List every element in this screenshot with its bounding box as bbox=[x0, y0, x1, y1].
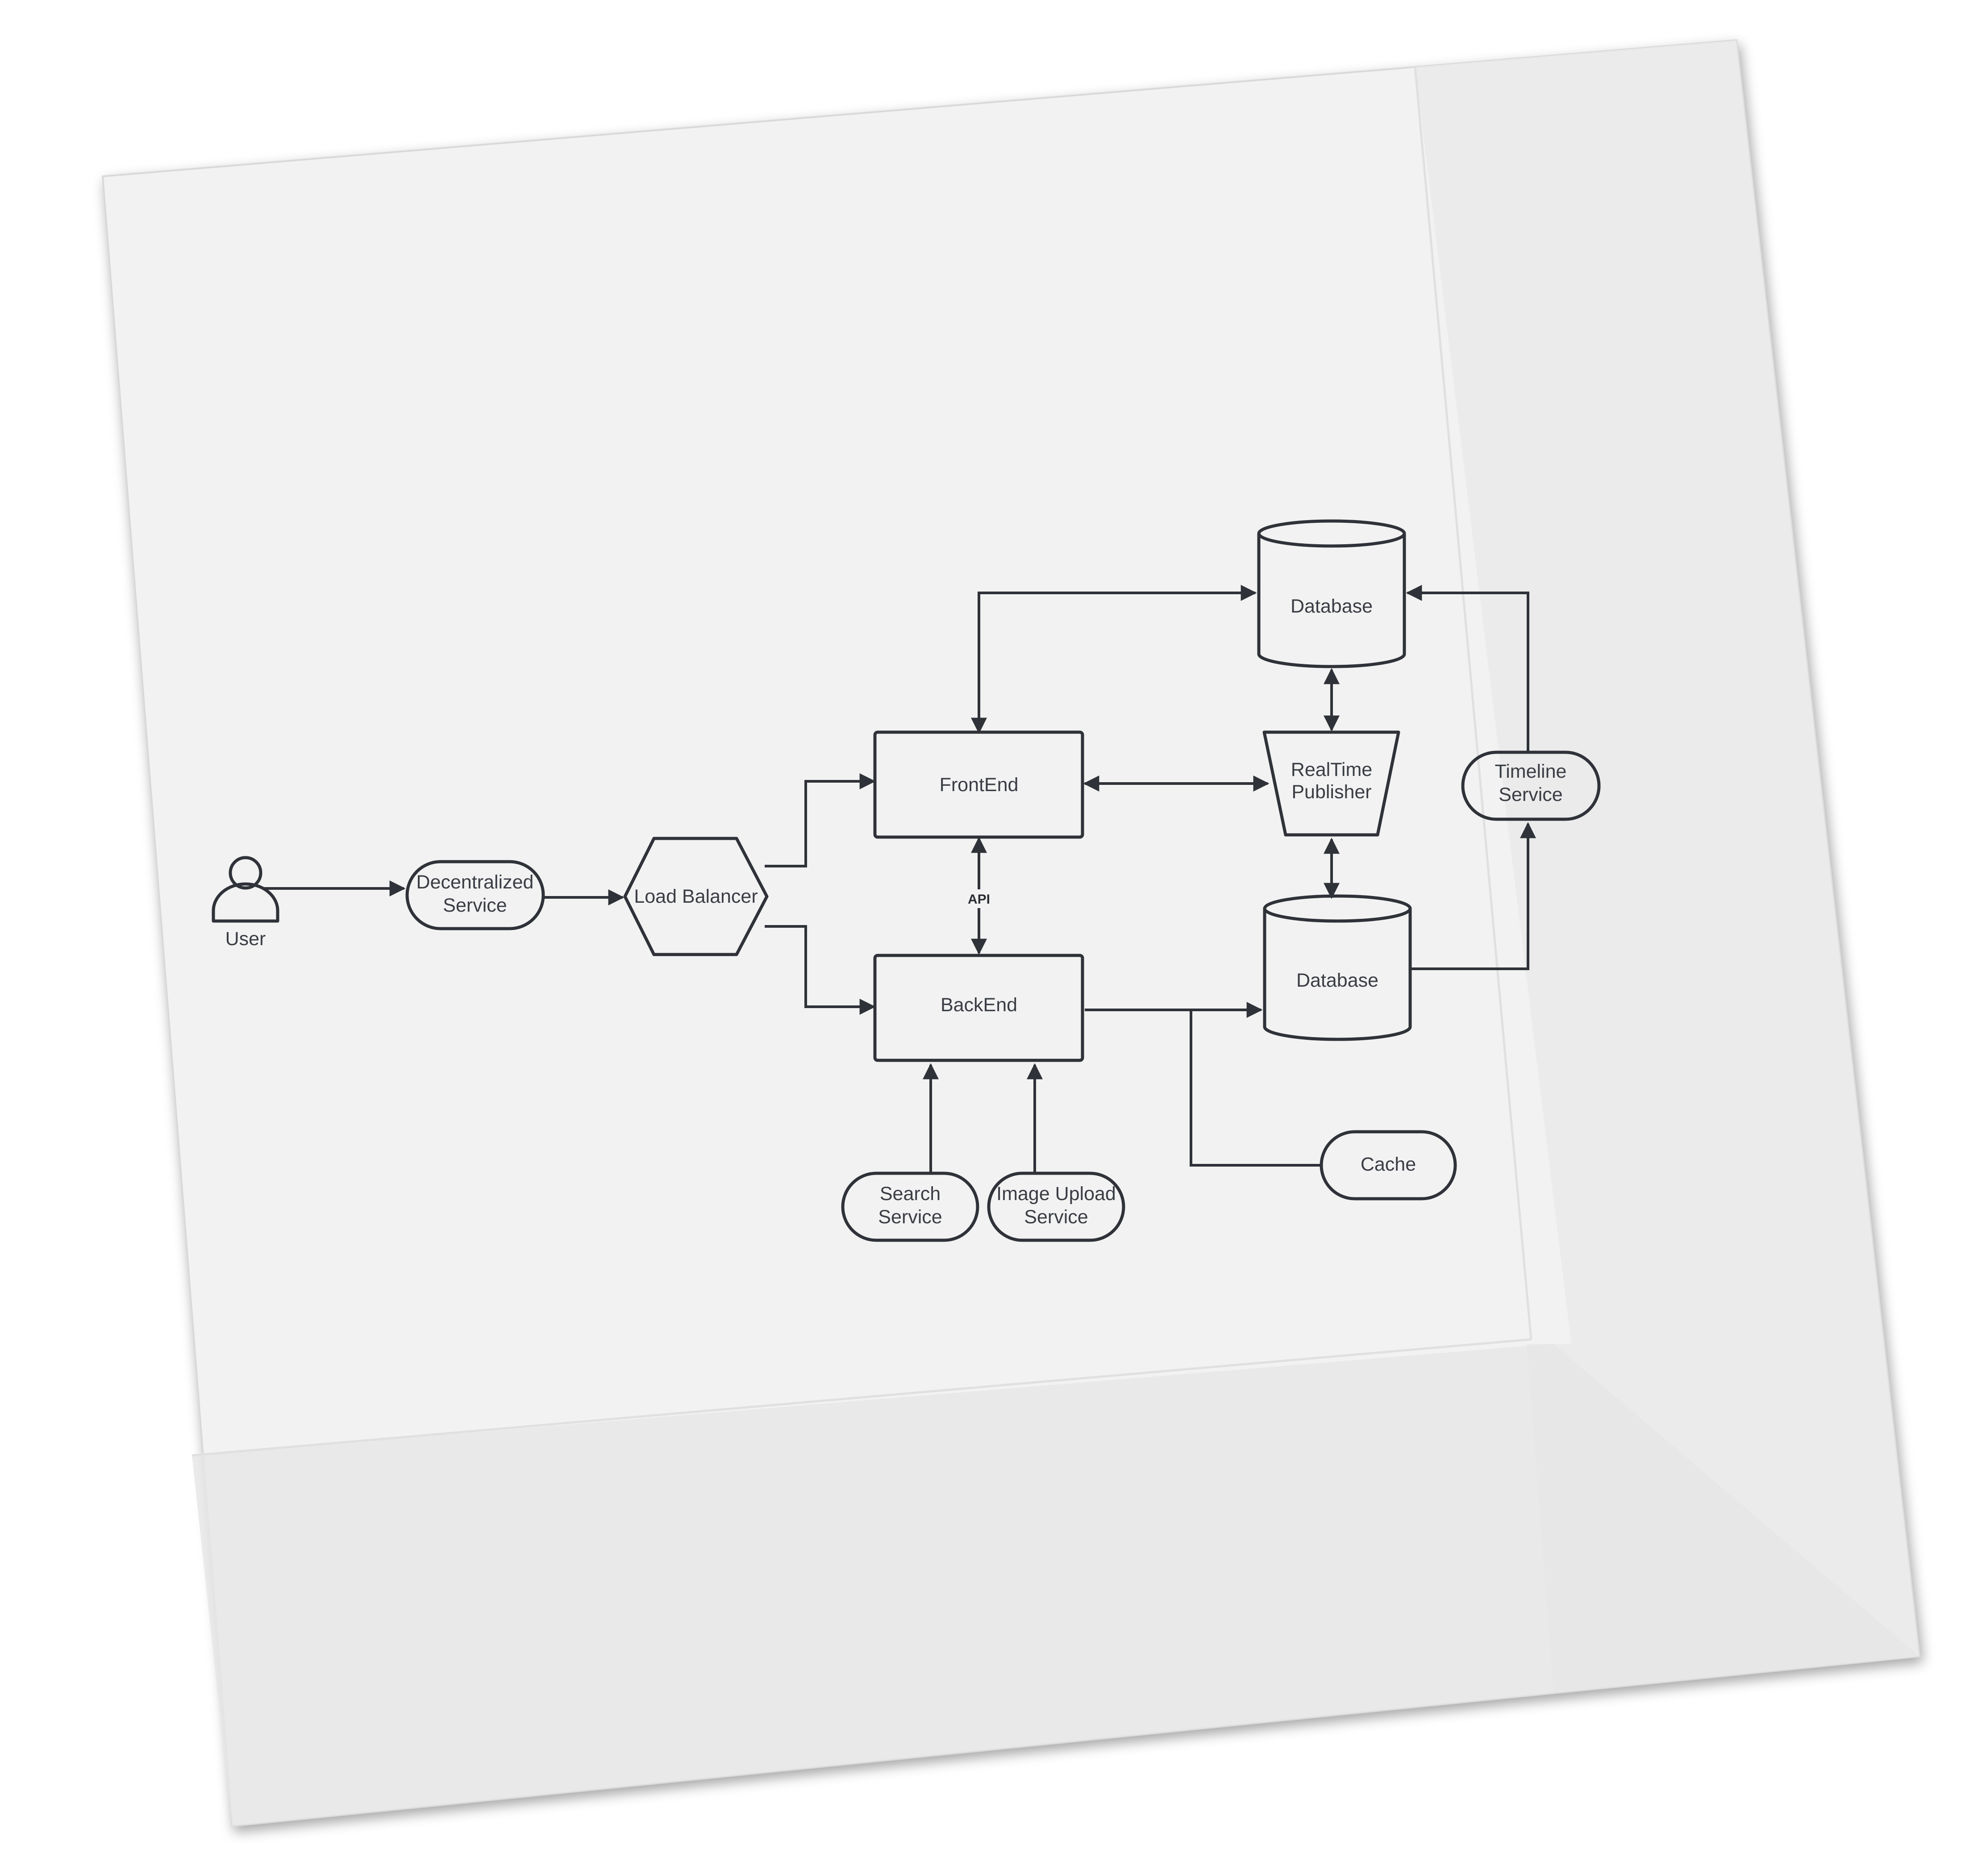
search-service-node: Search Service bbox=[841, 1171, 979, 1242]
user-node: User bbox=[212, 856, 279, 950]
timeline-service-node: Timeline Service bbox=[1461, 750, 1601, 821]
edge-backend-to-cache bbox=[1190, 1010, 1321, 1167]
napkin-fold-line-vertical bbox=[1414, 67, 1532, 1340]
realtime-publisher-node: RealTime Publisher bbox=[1262, 730, 1400, 837]
api-edge-label: API bbox=[968, 892, 990, 907]
realtime-publisher-label-line1: RealTime bbox=[1291, 759, 1372, 780]
api-label-bg bbox=[963, 889, 995, 908]
database-bottom-node: Database bbox=[1263, 894, 1412, 1041]
decentralized-service-node: Decentralized Service bbox=[405, 860, 545, 930]
edge-timeline-to-database-top bbox=[1406, 585, 1529, 751]
edge-loadbalancer-to-backend bbox=[765, 925, 876, 1015]
napkin-fold-line-horizontal bbox=[192, 1338, 1532, 1457]
person-icon bbox=[212, 856, 279, 923]
image-upload-service-node: Image Upload Service bbox=[987, 1171, 1125, 1242]
search-service-label-line2: Service bbox=[878, 1206, 942, 1228]
database-bottom-label: Database bbox=[1296, 970, 1378, 991]
edge-database-bottom-to-timeline bbox=[1410, 822, 1536, 970]
decentralized-service-label-line2: Service bbox=[443, 895, 507, 916]
realtime-publisher-label-line2: Publisher bbox=[1291, 781, 1371, 803]
cache-node: Cache bbox=[1320, 1130, 1457, 1201]
image-upload-service-label-line2: Service bbox=[1024, 1206, 1088, 1228]
user-label: User bbox=[225, 928, 266, 950]
edge-loadbalancer-to-frontend bbox=[765, 773, 876, 867]
image-upload-service-label-line1: Image Upload bbox=[996, 1183, 1116, 1205]
search-service-label-line1: Search bbox=[880, 1183, 941, 1205]
load-balancer-node: Load Balancer bbox=[623, 837, 769, 956]
database-top-node: Database bbox=[1257, 519, 1406, 668]
edge-frontend-database-top bbox=[971, 585, 1257, 734]
cache-label: Cache bbox=[1361, 1154, 1416, 1175]
napkin-border-bottom bbox=[192, 1344, 1919, 1826]
frontend-node: FrontEnd bbox=[873, 730, 1084, 839]
napkin-border-right bbox=[1415, 40, 1919, 1692]
timeline-service-label-line2: Service bbox=[1499, 784, 1562, 805]
decentralized-service-label-line1: Decentralized bbox=[416, 871, 534, 893]
database-top-label: Database bbox=[1291, 596, 1373, 617]
backend-node: BackEnd bbox=[873, 954, 1084, 1062]
frontend-label: FrontEnd bbox=[940, 774, 1019, 796]
load-balancer-label: Load Balancer bbox=[634, 886, 758, 907]
timeline-service-label-line1: Timeline bbox=[1495, 761, 1567, 782]
backend-label: BackEnd bbox=[941, 994, 1017, 1016]
